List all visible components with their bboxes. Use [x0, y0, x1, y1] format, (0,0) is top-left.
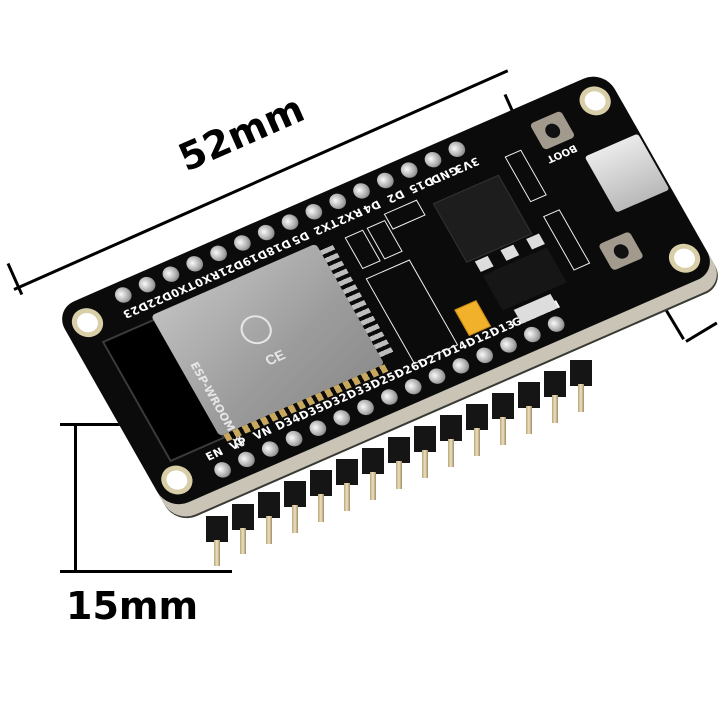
regulator-pad — [500, 244, 520, 261]
en-reset-button[interactable] — [597, 231, 645, 271]
pcb: D23 D22 TX0 RX0 D21 D19 D18 D5 TX2 RX2 D… — [54, 69, 719, 512]
mounting-hole — [155, 460, 199, 500]
smd-resistor — [504, 149, 547, 203]
pin-label-d2: D2 — [383, 187, 407, 206]
micro-usb-port[interactable] — [584, 133, 670, 213]
pin-label-3v3: 3V3 — [451, 154, 482, 176]
pin-label-d5: D5 — [288, 228, 312, 248]
width-dimension-tick-bottom — [685, 321, 718, 343]
height-dimension-line — [74, 424, 77, 572]
usb-uart-chip — [432, 174, 533, 263]
mounting-hole — [663, 239, 706, 278]
height-dimension-tick-bottom — [60, 570, 232, 573]
regulator-pad — [474, 255, 494, 272]
regulator-pad — [526, 233, 545, 250]
mounting-hole — [66, 303, 109, 342]
certification-logo-icon — [235, 310, 278, 349]
pin-label-en: EN — [203, 444, 227, 464]
height-label: 15mm — [66, 584, 199, 628]
mounting-hole — [573, 81, 617, 120]
pin-label-d4: D4 — [360, 197, 383, 216]
ce-mark-icon: CE — [262, 346, 288, 369]
